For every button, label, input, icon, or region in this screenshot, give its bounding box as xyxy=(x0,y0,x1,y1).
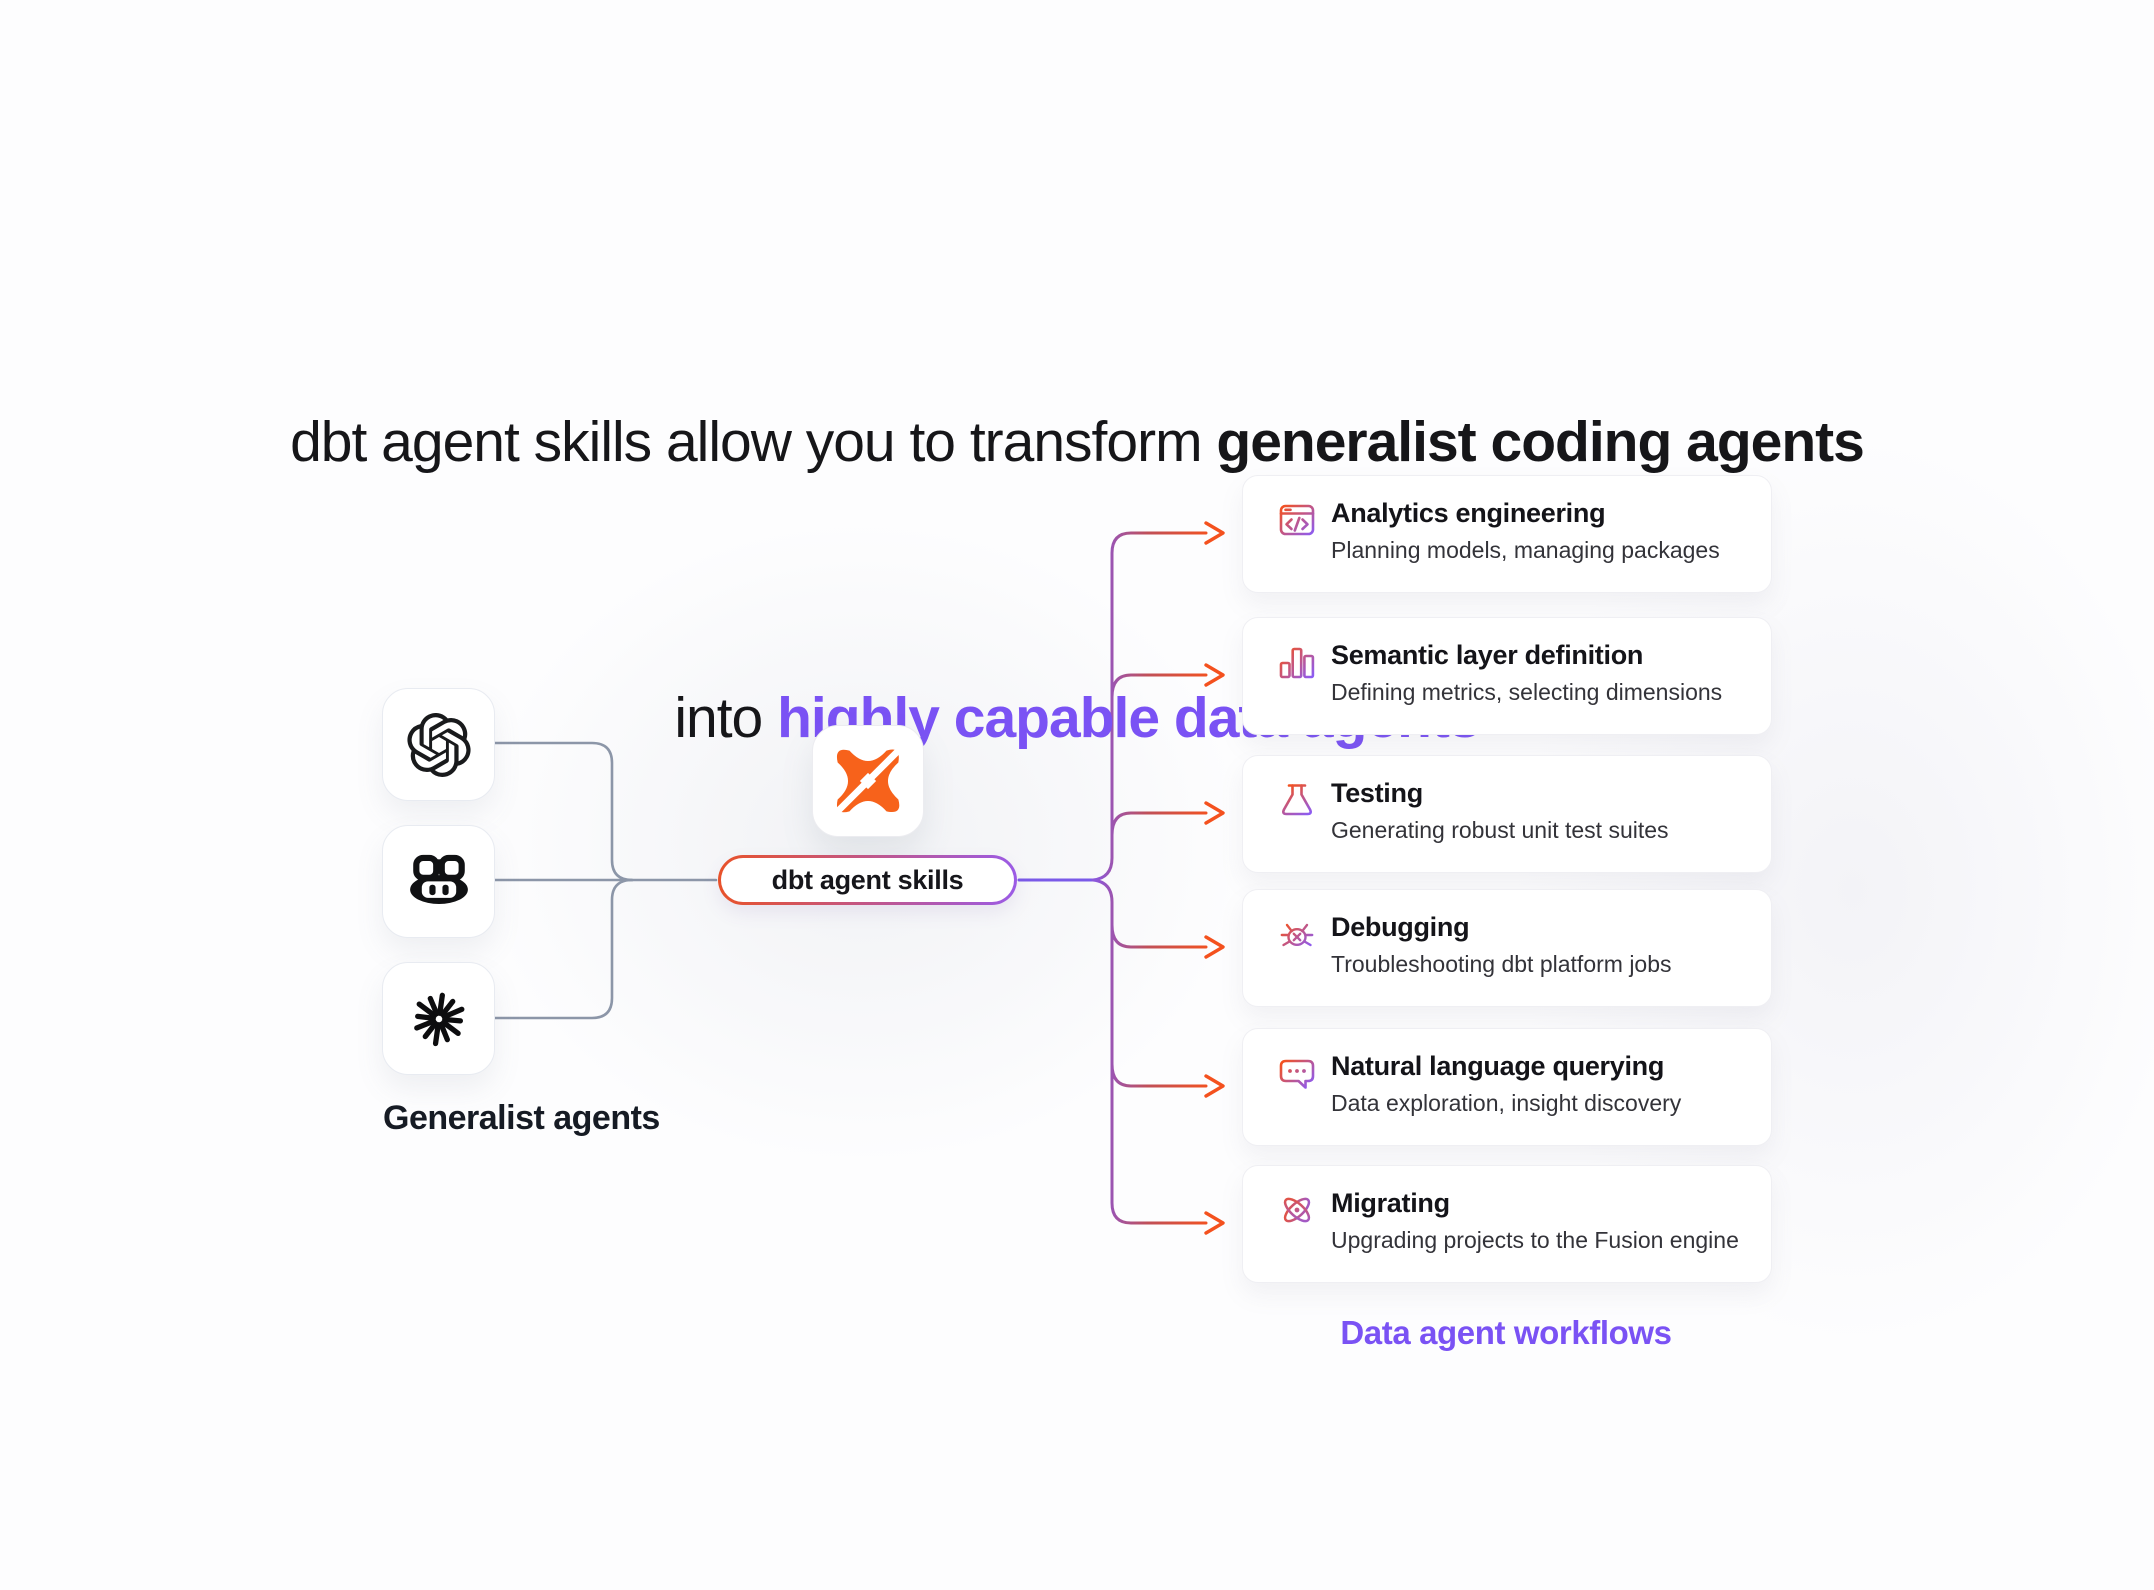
workflow-title: Semantic layer definition xyxy=(1331,640,1644,670)
workflow-subtitle: Defining metrics, selecting dimensions xyxy=(1331,679,1723,705)
atom-icon xyxy=(1283,1197,1311,1223)
headline-line-1: dbt agent skills allow you to transform … xyxy=(0,396,2154,488)
headline: dbt agent skills allow you to transform … xyxy=(0,212,2154,948)
dbt-agent-skills-pill: dbt agent skills xyxy=(718,855,1017,905)
pill-label: dbt agent skills xyxy=(721,858,1014,902)
data-agent-workflows-label: Data agent workflows xyxy=(1340,1314,1672,1351)
arrowheads xyxy=(1204,521,1225,1235)
bug-icon xyxy=(1280,923,1314,947)
headline-regular-text: dbt agent skills allow you to transform xyxy=(290,410,1217,474)
branch-lines xyxy=(1091,531,1208,1225)
workflow-card-testing: Testing Generating robust unit test suit… xyxy=(1242,755,1772,873)
workflow-title: Debugging xyxy=(1331,912,1470,942)
generalist-agents-label: Generalist agents xyxy=(383,1099,660,1137)
workflow-subtitle: Data exploration, insight discovery xyxy=(1331,1090,1682,1116)
workflow-title: Migrating xyxy=(1331,1188,1450,1218)
anthropic-starburst-icon xyxy=(413,992,464,1046)
workflow-card-semantic-layer: Semantic layer definition Defining metri… xyxy=(1242,617,1772,735)
workflow-title: Testing xyxy=(1331,778,1423,808)
workflow-subtitle: Planning models, managing packages xyxy=(1331,537,1720,563)
workflow-title: Analytics engineering xyxy=(1331,498,1606,528)
copilot-logo-icon xyxy=(409,854,468,904)
left-brace-lines xyxy=(492,741,718,1020)
workflow-title: Natural language querying xyxy=(1331,1051,1665,1081)
headline-bold-text: generalist coding agents xyxy=(1216,410,1864,474)
workflow-card-debugging: Debugging Troubleshooting dbt platform j… xyxy=(1242,889,1772,1007)
headline-into-text: into xyxy=(674,686,778,750)
workflow-card-migrating: Migrating Upgrading projects to the Fusi… xyxy=(1242,1165,1772,1283)
workflow-subtitle: Troubleshooting dbt platform jobs xyxy=(1331,951,1672,977)
agent-card-anthropic xyxy=(382,962,495,1075)
agent-card-openai xyxy=(382,688,495,801)
workflow-card-natural-language-querying: Natural language querying Data explorati… xyxy=(1242,1028,1772,1146)
flask-icon xyxy=(1282,784,1312,816)
openai-logo-icon xyxy=(406,712,471,777)
bar-chart-icon xyxy=(1279,647,1315,679)
chat-bubble-icon xyxy=(1279,1059,1315,1089)
workflow-subtitle: Upgrading projects to the Fusion engine xyxy=(1331,1227,1739,1253)
dbt-logo-icon xyxy=(833,746,903,816)
workflow-card-analytics-engineering: Analytics engineering Planning models, m… xyxy=(1242,475,1772,593)
agent-card-copilot xyxy=(382,825,495,938)
dbt-logo-card xyxy=(812,725,924,837)
headline-line-2: into highly capable data agents xyxy=(0,672,2154,764)
workflow-subtitle: Generating robust unit test suites xyxy=(1331,817,1669,843)
code-window-icon xyxy=(1279,504,1315,536)
